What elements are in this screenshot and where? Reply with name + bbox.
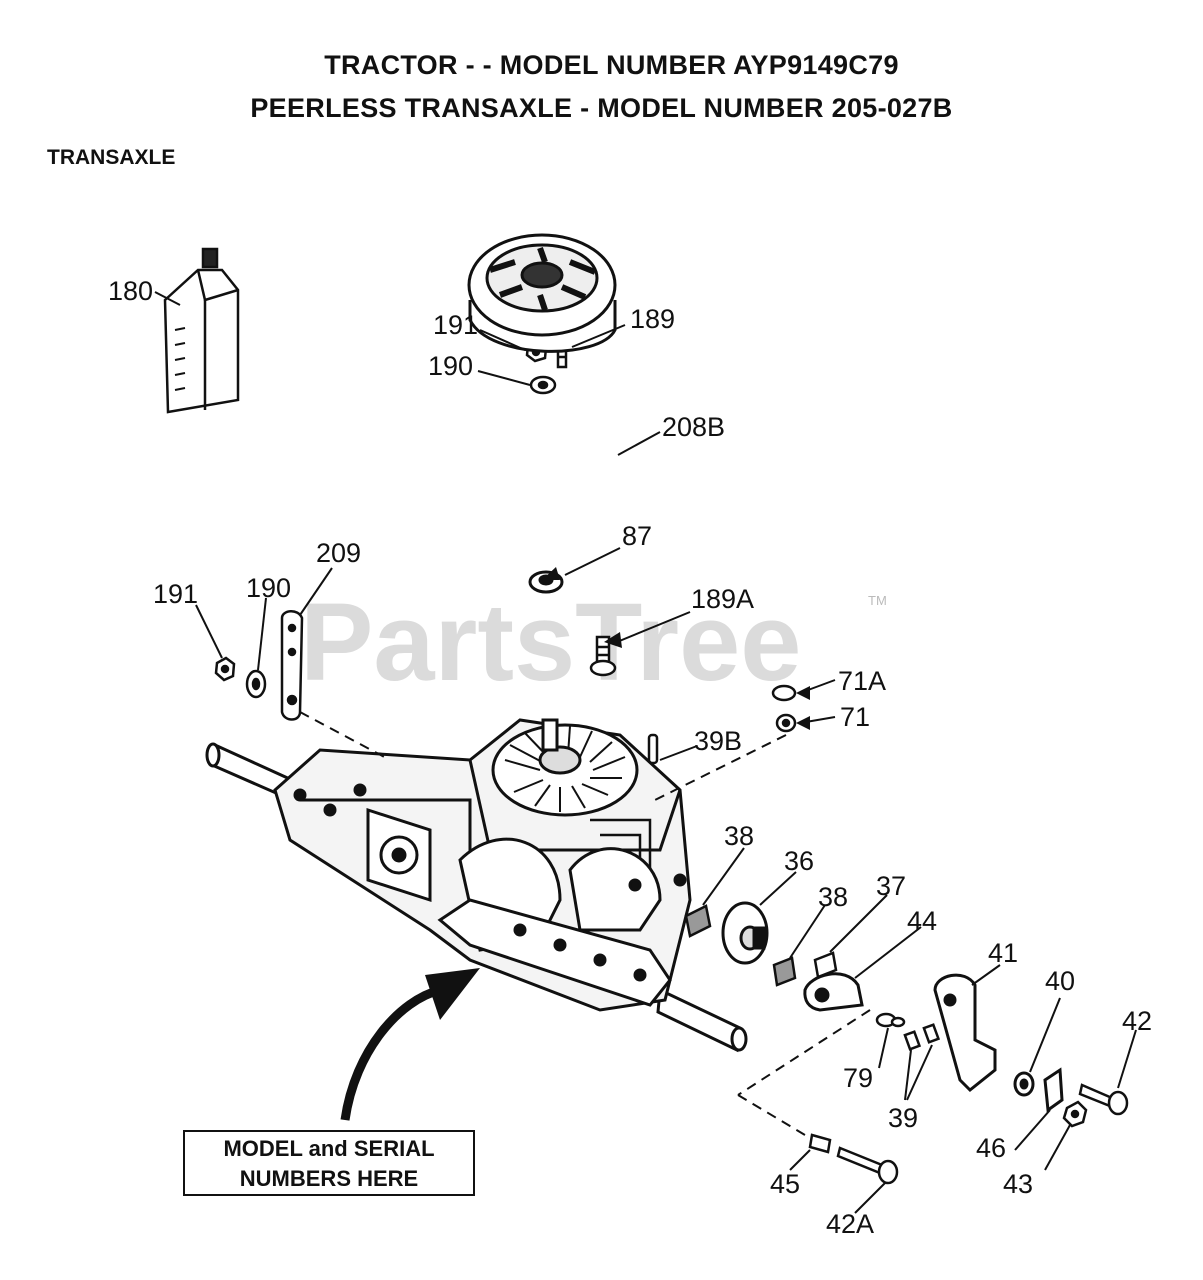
pins-39-icon[interactable] (903, 1023, 941, 1051)
label-42a: 42A (826, 1209, 874, 1239)
label-208b: 208B (662, 412, 725, 442)
spacer-45-icon[interactable] (808, 1133, 832, 1154)
diagram-title-transaxle: PEERLESS TRANSAXLE - MODEL NUMBER 205-02… (250, 93, 953, 123)
bolt-42a-icon[interactable] (836, 1146, 899, 1185)
label-39b: 39B (694, 726, 742, 756)
label-45: 45 (770, 1169, 800, 1199)
part-37-icon[interactable] (813, 951, 838, 979)
label-209: 209 (316, 538, 361, 568)
washer-40-icon[interactable] (1013, 1071, 1035, 1097)
label-87: 87 (622, 521, 652, 551)
label-43: 43 (1003, 1169, 1033, 1199)
washer-190-left-icon[interactable] (245, 669, 267, 699)
label-79: 79 (843, 1063, 873, 1093)
leader-arrowheads (542, 567, 810, 730)
serial-number-callout: MODEL and SERIAL NUMBERS HERE (183, 1130, 475, 1196)
label-189: 189 (630, 304, 675, 334)
label-180: 180 (108, 276, 153, 306)
dashed-lines (299, 711, 871, 1139)
label-191-top: 191 (433, 310, 478, 340)
label-44: 44 (907, 906, 937, 936)
bolt-42-icon[interactable] (1078, 1083, 1129, 1116)
washer-71a-icon[interactable] (771, 684, 797, 702)
label-37: 37 (876, 871, 906, 901)
label-46: 46 (976, 1133, 1006, 1163)
clip-46-icon[interactable] (1043, 1067, 1064, 1113)
label-71a: 71A (838, 666, 886, 696)
spring-79-icon[interactable] (875, 1012, 906, 1028)
bolt-189a-icon[interactable] (589, 635, 617, 677)
label-191-left: 191 (153, 579, 198, 609)
transaxle-icon[interactable] (205, 718, 748, 1053)
pulley-icon[interactable] (467, 233, 617, 353)
key-38-upper-icon[interactable] (684, 904, 712, 938)
section-label: TRANSAXLE (47, 146, 176, 169)
diagram-title-tractor: TRACTOR - - MODEL NUMBER AYP9149C79 (324, 50, 899, 80)
label-189a: 189A (691, 584, 754, 614)
arm-36-icon[interactable] (721, 901, 769, 965)
label-39: 39 (888, 1103, 918, 1133)
bracket-41-icon[interactable] (933, 973, 997, 1093)
oil-bottle-icon[interactable] (163, 247, 240, 414)
washer-71-icon[interactable] (775, 713, 797, 733)
arrow-icon (340, 968, 480, 1121)
label-36: 36 (784, 846, 814, 876)
callout-line-2: NUMBERS HERE (239, 1166, 419, 1191)
pin-39b-icon[interactable] (647, 733, 659, 765)
link-209-icon[interactable] (280, 610, 304, 721)
label-38-upper: 38 (724, 821, 754, 851)
washer-190-top-icon[interactable] (529, 375, 557, 395)
label-71: 71 (840, 702, 870, 732)
leader-lines (154, 291, 1137, 1214)
nut-43-icon[interactable] (1062, 1100, 1088, 1128)
callout-line-1: MODEL and SERIAL (223, 1136, 435, 1161)
label-40: 40 (1045, 966, 1075, 996)
key-38-lower-icon[interactable] (772, 956, 797, 987)
label-42: 42 (1122, 1006, 1152, 1036)
nut-191-left-icon[interactable] (214, 656, 236, 682)
arm-44-icon[interactable] (803, 972, 864, 1012)
label-190-left: 190 (246, 573, 291, 603)
label-190-top: 190 (428, 351, 473, 381)
label-38-lower: 38 (818, 882, 848, 912)
watermark-text: PartsTree (300, 581, 801, 704)
label-41: 41 (988, 938, 1018, 968)
watermark-tm: TM (868, 593, 887, 608)
